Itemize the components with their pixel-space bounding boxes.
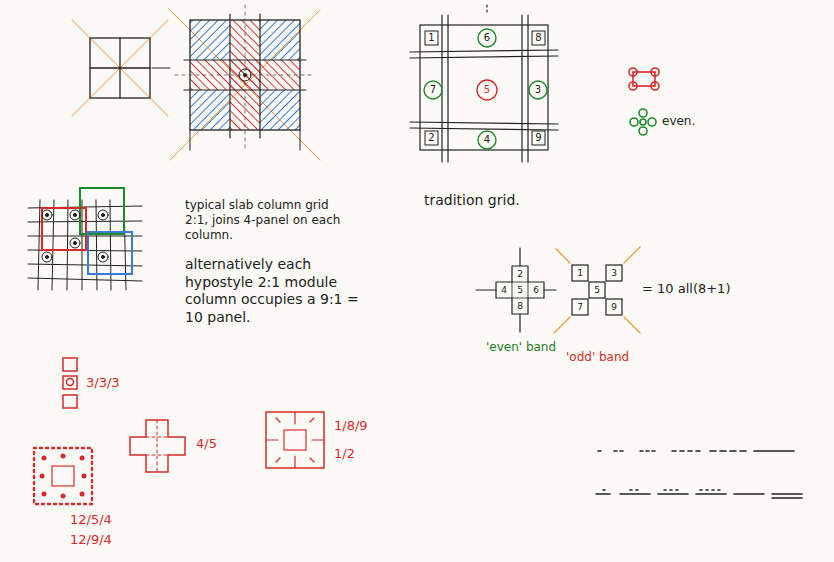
cell-number: 3 <box>611 269 617 278</box>
ratio-label: 12/5/4 <box>70 512 112 528</box>
ratio-label: 4/5 <box>196 436 217 452</box>
grid-number: 6 <box>484 33 490 43</box>
note-text: typical slab column grid 2:1, joins 4-pa… <box>185 198 350 243</box>
grid-number: 5 <box>484 85 490 95</box>
grid-number: 4 <box>484 135 490 145</box>
hatched-grid <box>170 5 320 160</box>
equation-text: = 10 all(8+1) <box>642 281 730 297</box>
ratio-label: 1/2 <box>334 446 355 462</box>
cell-number: 5 <box>594 286 600 295</box>
grid-number: 7 <box>430 85 436 95</box>
quad-square <box>72 20 170 116</box>
figure-caption: even. <box>662 114 695 129</box>
even-band <box>476 248 556 332</box>
cell-number: 9 <box>611 303 617 312</box>
band-label: 'odd' band <box>566 350 636 365</box>
ratio-label: 12/9/4 <box>70 532 112 548</box>
grid-number: 8 <box>535 33 541 43</box>
cell-number: 8 <box>517 302 523 311</box>
red-figures <box>34 358 324 504</box>
cell-number: 7 <box>577 303 583 312</box>
cell-number: 2 <box>517 270 523 279</box>
grid-number: 2 <box>428 133 434 143</box>
odd-band <box>554 247 640 333</box>
ratio-label: 1/8/9 <box>334 418 368 434</box>
tradition-grid <box>410 5 558 162</box>
cell-number: 6 <box>533 286 539 295</box>
dash-rows <box>596 451 802 498</box>
ratio-label: 3/3/3 <box>86 375 120 391</box>
grid-number: 3 <box>535 85 541 95</box>
cell-number: 4 <box>501 286 507 295</box>
column-grid <box>28 188 142 290</box>
cell-number: 1 <box>577 269 583 278</box>
band-label: 'even' band <box>486 340 566 355</box>
note-text: alternatively each hypostyle 2:1 module … <box>185 256 365 326</box>
flower-even <box>630 109 656 135</box>
cell-number: 5 <box>517 286 523 295</box>
flower-odd <box>629 68 659 90</box>
grid-number: 9 <box>535 133 541 143</box>
grid-number: 1 <box>428 33 434 43</box>
figure-caption: tradition grid. <box>424 192 520 210</box>
